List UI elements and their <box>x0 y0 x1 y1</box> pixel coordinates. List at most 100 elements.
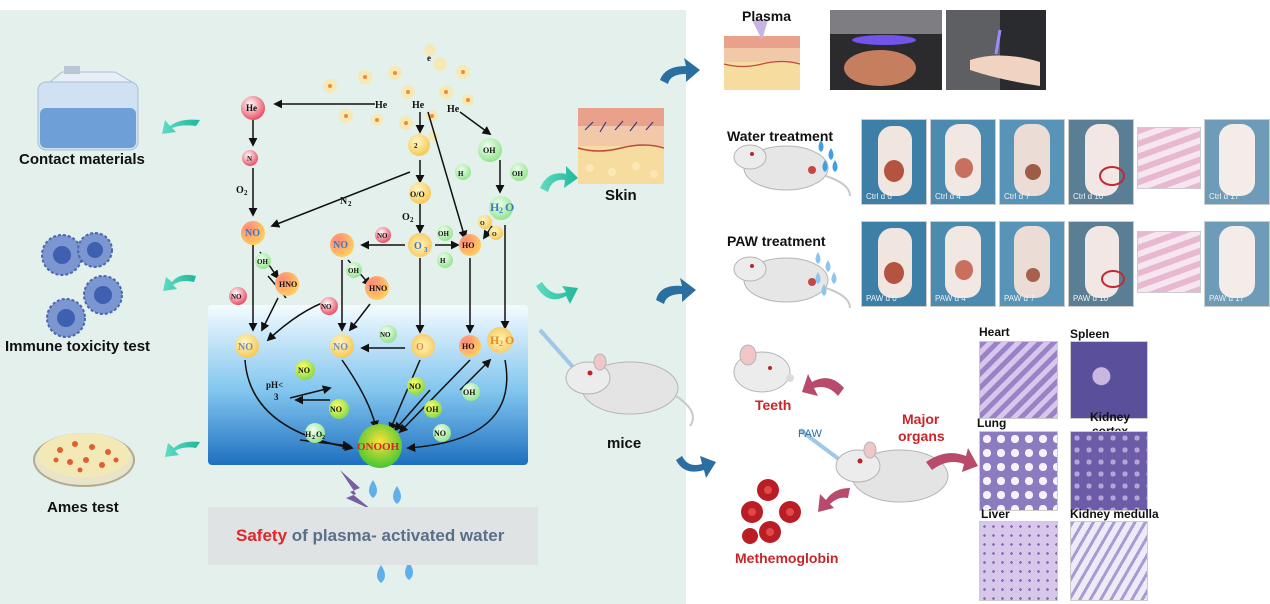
n2-label: N <box>340 196 348 207</box>
kidney-medulla-histology <box>1070 521 1148 601</box>
liver-label: Liver <box>981 507 1010 521</box>
o2-label-a: O <box>236 185 244 196</box>
teeth-label: Teeth <box>755 397 792 413</box>
skin-label: Skin <box>605 187 637 204</box>
paw-treatment-label: PAW treatment <box>727 233 826 249</box>
svg-text:2: 2 <box>499 339 503 348</box>
no-small-label: NO <box>377 232 388 240</box>
ph-value-label: 3 <box>274 392 279 402</box>
methemoglobin-label: Methemoglobin <box>735 550 839 566</box>
kidney-medulla-label: Kidney medulla <box>1070 507 1159 521</box>
svg-text:2: 2 <box>312 435 315 441</box>
oh-h-label: OH <box>483 146 496 155</box>
oh-rad-label-b: OH <box>438 230 449 238</box>
svg-text:2: 2 <box>244 189 248 197</box>
ctrl-histology <box>1137 127 1201 189</box>
svg-text:3: 3 <box>424 246 428 254</box>
spleen-label: Spleen <box>1070 327 1110 341</box>
arrow-to-ames-icon <box>165 441 200 457</box>
hno2-label-a: HNO <box>279 280 297 289</box>
o-rad-label: O <box>480 221 485 227</box>
paw-treatment-mouse-icon <box>733 256 851 309</box>
o-o-label: O/O <box>410 190 425 199</box>
skin-illustration-icon <box>577 108 665 184</box>
contact-materials-label: Contact materials <box>19 151 145 168</box>
plasma-discharge-icon <box>340 470 372 510</box>
arrow-to-contact-icon <box>162 119 200 134</box>
no3-liquid-label: NO <box>333 342 348 353</box>
water-drops-small-icon <box>818 140 838 172</box>
water-treatment-label: Water treatment <box>727 128 834 144</box>
ames-test-label: Ames test <box>47 499 119 516</box>
arrow-to-organs-icon <box>676 456 716 478</box>
plasma-particles-icon <box>323 44 474 141</box>
liver-histology <box>979 521 1058 601</box>
h-rad-label-a: H <box>458 170 464 178</box>
lung-label: Lung <box>977 416 1007 430</box>
ctrl-photo-d10: Ctrl d 10 <box>1068 119 1134 205</box>
arrow-to-plasma-icon <box>660 58 700 84</box>
lung-histology <box>979 431 1058 511</box>
no-label: NO <box>245 228 260 239</box>
n-atom-label: N <box>247 155 252 163</box>
paw-photo-d0: PAW d 0 <box>861 221 927 307</box>
plasma-skin-icon <box>723 20 801 90</box>
arrow-to-mice-icon <box>536 282 578 304</box>
h2o-liquid-label: H <box>490 333 500 347</box>
o3-liquid-label: O <box>416 342 424 353</box>
he-label-2: He <box>412 100 425 111</box>
h2o2-label: H <box>305 430 312 439</box>
arrow-to-methemoglobin-icon <box>818 488 850 512</box>
paw-photo-d10: PAW d 10 <box>1068 221 1134 307</box>
liquid-container <box>208 305 528 465</box>
heart-histology <box>979 341 1058 419</box>
oh-liquid-label-a: OH <box>463 388 476 397</box>
o3-label-a: O <box>414 241 422 252</box>
plasma-label: Plasma <box>742 8 792 24</box>
ctrl-photo-d7: Ctrl d 7 <box>999 119 1065 205</box>
contact-materials-jug-icon <box>37 66 139 151</box>
svg-text:2: 2 <box>499 206 503 215</box>
no2-rad-label: NO <box>330 405 342 414</box>
paw-label: PAW <box>798 428 822 440</box>
organs-label: organs <box>898 428 945 444</box>
paw-photo-d17: PAW d 17 <box>1204 221 1270 307</box>
svg-text:2: 2 <box>348 200 352 208</box>
oh-rad-label-a: OH <box>512 170 523 178</box>
paw-drops-small-icon <box>815 252 837 296</box>
he-label-3: He <box>447 104 460 115</box>
heart-label: Heart <box>979 325 1010 339</box>
paw-histology <box>1137 231 1201 293</box>
kidney-cortex-histology <box>1070 431 1148 511</box>
arrow-to-immune-icon <box>163 274 196 291</box>
svg-text:2: 2 <box>322 435 325 441</box>
no2-liquid-label: NO <box>238 342 253 353</box>
kidney-cortex-label-1: Kidney <box>1090 410 1131 424</box>
arrow-to-skin-icon <box>540 166 578 192</box>
paw-photo-d4: PAW d 4 <box>930 221 996 307</box>
no2-bottom-label: NO <box>434 429 446 438</box>
he-label-1: He <box>375 100 388 111</box>
safety-title: Safety of plasma- activated water <box>236 526 505 545</box>
o2-small-label: 2 <box>414 142 418 150</box>
o-small-label: O <box>492 232 497 238</box>
no-rad-liquid-label: NO <box>298 366 310 375</box>
immune-toxicity-label: Immune toxicity test <box>5 338 151 355</box>
ctrl-photo-d0: Ctrl d 0 <box>861 119 927 205</box>
hno2-label-b: HNO <box>369 284 387 293</box>
teeth-mouse-icon <box>733 344 794 393</box>
ho2-liquid-label: HO <box>462 342 474 351</box>
electron-label: e <box>427 53 431 63</box>
ph-label: pH< <box>266 380 283 390</box>
paw-mouse-bottom-icon <box>798 428 949 503</box>
no2-label-c: NO <box>321 303 332 311</box>
no2-small-liquid-label: NO <box>380 331 391 339</box>
arrow-to-teeth-icon <box>802 374 844 396</box>
svg-text:O: O <box>505 200 514 214</box>
svg-text:O: O <box>316 430 322 439</box>
o2-label-b: O <box>402 212 410 223</box>
ctrl-photo-d4: Ctrl d 4 <box>930 119 996 205</box>
no2-label-b: NO <box>231 293 242 301</box>
petri-dish-icon <box>33 433 135 487</box>
